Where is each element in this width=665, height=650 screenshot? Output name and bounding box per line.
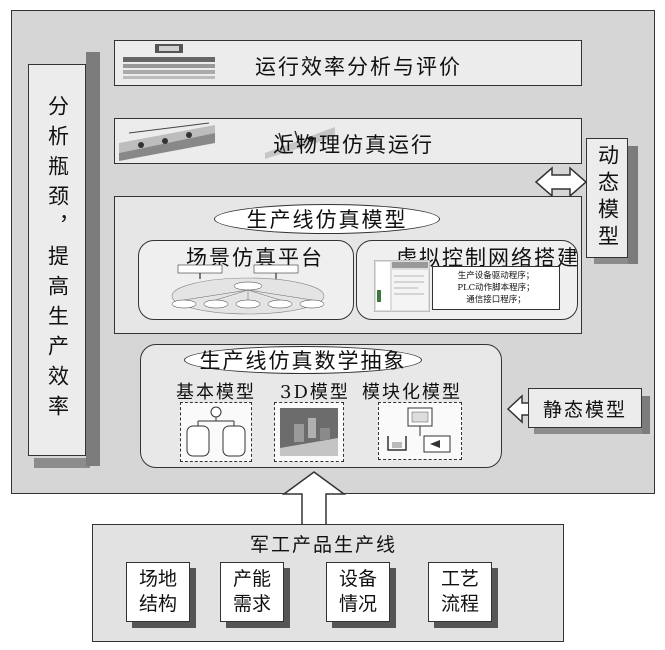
product-item-capacity: 产能需求: [220, 562, 284, 622]
efficiency-title: 运行效率分析与评价: [255, 55, 462, 79]
abstraction-title-ellipse: 生产线仿真数学抽象: [184, 346, 422, 374]
3d-model-label: 3D模型: [280, 382, 350, 403]
left-box-right-face: [86, 52, 100, 466]
dynamic-model-box: 动态模型: [586, 138, 628, 258]
up-arrow: [281, 471, 347, 527]
physics-sim-bar: 近物理仿真运行: [114, 118, 582, 164]
dashboard-thumbnail: [123, 44, 215, 79]
product-item-equipment: 设备情况: [326, 562, 390, 622]
dynamic-double-arrow: [534, 166, 588, 198]
goal-text: 分析瓶颈，提高生产效率: [45, 95, 70, 425]
driver-list-line-3: 通信接口程序；: [466, 295, 526, 305]
static-box-bottom-face: [534, 426, 650, 434]
sim-model-title: 生产线仿真模型: [246, 208, 408, 232]
static-model-label: 静态模型: [542, 398, 627, 421]
product-item-equipment-label: 设备情况: [338, 568, 377, 615]
simulation-thumbnail-2: [265, 127, 335, 159]
driver-list-line-1: 生产设备驱动程序；: [457, 271, 535, 281]
modular-icon: [387, 407, 451, 453]
abstraction-title: 生产线仿真数学抽象: [199, 349, 407, 373]
network-software-thumbnail: [374, 260, 430, 312]
product-item-site-label: 场地结构: [138, 568, 177, 615]
sim-model-title-ellipse: 生产线仿真模型: [214, 204, 440, 234]
goal-box: 分析瓶颈，提高生产效率: [28, 64, 86, 456]
product-line-title: 军工产品生产线: [250, 534, 398, 556]
driver-list-line-2: PLC动作脚本程序；: [457, 283, 535, 293]
3d-render-icon: [280, 408, 338, 456]
static-model-box: 静态模型: [528, 388, 642, 428]
left-box-bottom-face: [34, 458, 90, 468]
dynamic-box-bottom-face: [594, 256, 636, 264]
product-item-process: 工艺流程: [428, 562, 492, 622]
scene-platform-diagram: [171, 264, 325, 315]
product-item-site: 场地结构: [126, 562, 190, 622]
tank-icon: [186, 406, 246, 457]
dynamic-box-right-face: [628, 146, 638, 264]
physics-sim-title: 近物理仿真运行: [273, 133, 434, 157]
driver-list-box: 生产设备驱动程序； PLC动作脚本程序； 通信接口程序；: [432, 266, 560, 310]
static-box-right-face: [642, 396, 650, 434]
product-item-process-label: 工艺流程: [440, 568, 479, 615]
modular-model-label: 模块化模型: [362, 382, 462, 403]
product-item-capacity-label: 产能需求: [232, 568, 271, 615]
simulation-thumbnail: [119, 122, 215, 161]
dynamic-model-label: 动态模型: [595, 144, 620, 252]
efficiency-bar: 运行效率分析与评价: [114, 40, 582, 86]
basic-model-label: 基本模型: [176, 382, 256, 403]
